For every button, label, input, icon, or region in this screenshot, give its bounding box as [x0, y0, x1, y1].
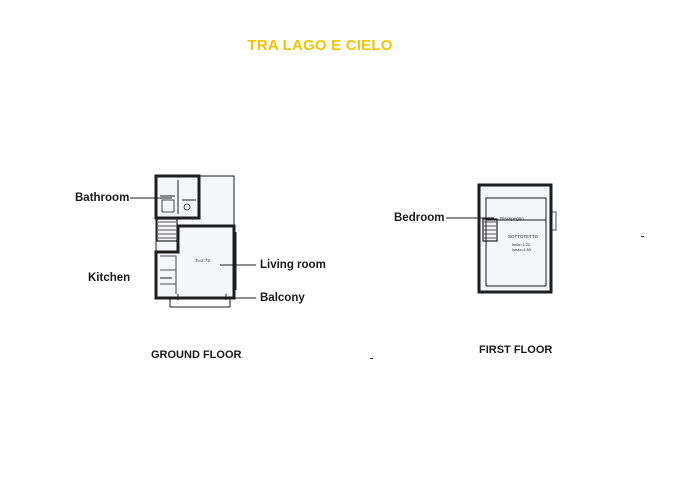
leader-lines [130, 197, 494, 299]
first-floor-outline [477, 183, 553, 294]
shower-tray [161, 199, 175, 213]
label-living-room: Living room [260, 259, 326, 271]
balcony-outline [169, 297, 231, 308]
label-balcony: Balcony [260, 292, 305, 304]
living-room-walls [154, 224, 236, 300]
ground-floor-plan: h=2.72 [154, 174, 237, 308]
first-floor-caption: FIRST FLOOR [479, 344, 553, 356]
label-bathroom: Bathroom [75, 192, 130, 204]
first-floor-plan: Disimpegno SOTTOTETTO hmin=1.20 hmax=1.5… [477, 183, 557, 294]
label-bedroom: Bedroom [394, 212, 445, 224]
stray-mark-right [641, 236, 644, 237]
stair-steps [158, 221, 176, 239]
side-wall-detail [552, 211, 557, 231]
page-title: TRA LAGO E CIELO [247, 37, 393, 54]
bathroom-walls [154, 174, 201, 220]
kitchen-counter [160, 255, 177, 294]
stair-upper [484, 221, 496, 239]
bedroom-inner-walls [485, 197, 547, 287]
ground-floor-caption: GROUND FLOOR [151, 349, 242, 361]
disimpegno-text: Disimpegno [500, 216, 524, 221]
ground-floor-outline [155, 175, 235, 299]
stair-upper-box [482, 218, 498, 242]
living-room-area-text: h=2.72 [196, 258, 210, 263]
attic-height-min: hmin=1.20 [512, 243, 530, 247]
label-kitchen: Kitchen [88, 272, 131, 284]
balcony-door [177, 294, 227, 300]
attic-height-max: hmax=1.50 [512, 248, 531, 252]
attic-text: SOTTOTETTO [508, 234, 539, 239]
bathroom-partition [160, 180, 196, 214]
washbasin [183, 203, 191, 211]
stray-mark-bottom [370, 358, 373, 359]
